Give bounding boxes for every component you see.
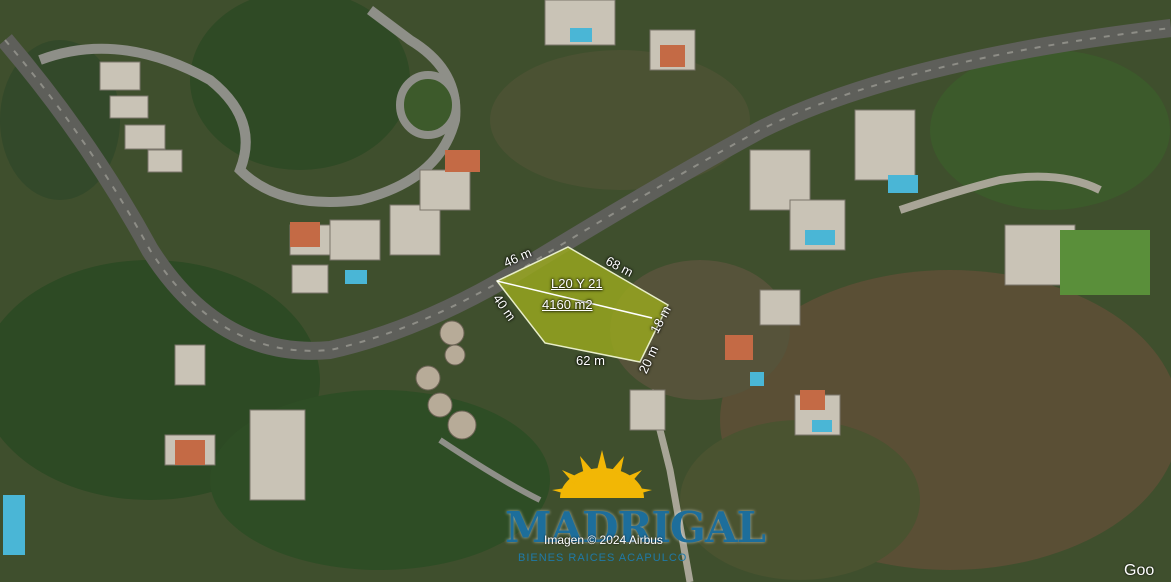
- logo-wordmark: MADRIGAL: [505, 503, 766, 552]
- sun-logo-icon: [552, 450, 652, 498]
- dimension-label-bottom: 62 m: [576, 353, 605, 368]
- lot-area-label: 4160 m2: [542, 297, 593, 312]
- imagery-credit: Imagen © 2024 Airbus: [544, 533, 663, 547]
- provider-logo[interactable]: Goo: [1124, 562, 1155, 579]
- logo-tagline: BIENES RAICES ACAPULCO: [518, 552, 688, 564]
- lot-polygon[interactable]: [495, 246, 669, 363]
- lot-name-label: L20 Y 21: [551, 276, 603, 291]
